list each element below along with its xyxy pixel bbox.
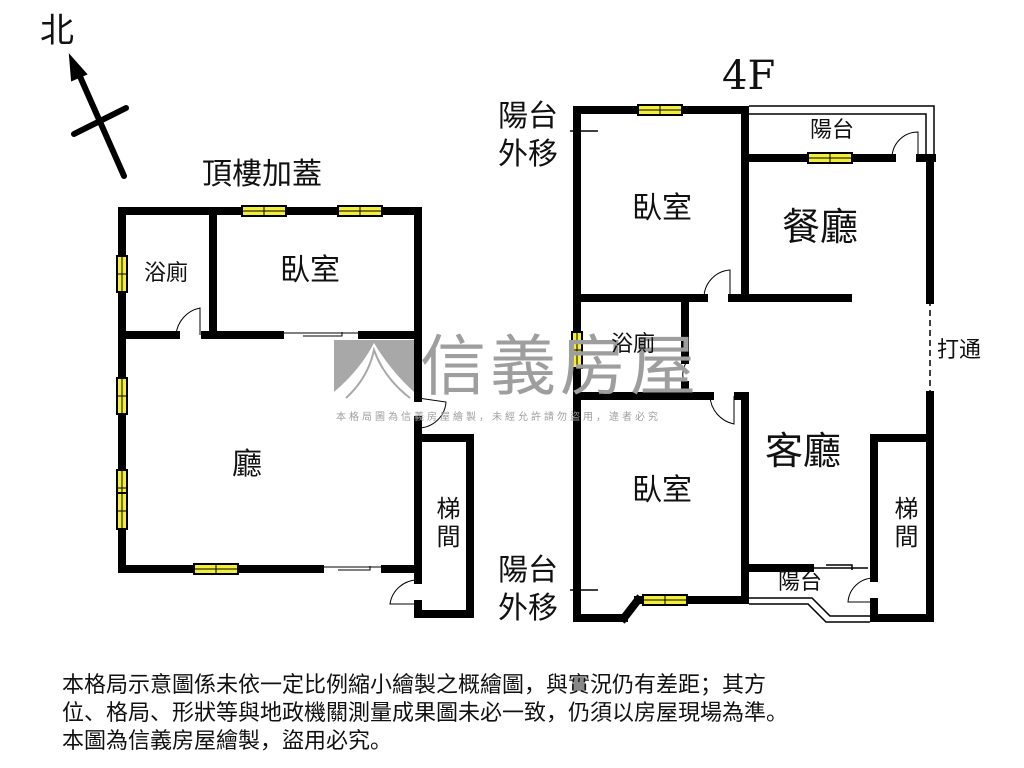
floor4-bedroom-bottom-label: 臥室 bbox=[632, 473, 692, 508]
rooftop-bedroom-label: 臥室 bbox=[280, 253, 340, 288]
floor4-doors bbox=[682, 131, 919, 603]
rooftop-doors bbox=[175, 307, 447, 605]
floor4-thin-lines bbox=[570, 105, 935, 623]
floor4-living-label: 客廳 bbox=[765, 429, 842, 473]
rooftop-title: 頂樓加蓋 bbox=[202, 157, 322, 192]
disclaimer-line: 本圖為信義房屋繪製，盜用必究。 bbox=[62, 729, 393, 754]
floor4-dining-label: 餐廳 bbox=[782, 205, 859, 249]
rooftop-hall-label: 廳 bbox=[232, 447, 262, 482]
watermark-notice: 本格局圖為信義房屋繪製，未經允許請勿盜用，違者必究 bbox=[336, 412, 661, 423]
floor4-bath-label: 浴廁 bbox=[611, 332, 656, 357]
floor4-balcony-bottom-label: 陽台 bbox=[778, 570, 823, 595]
rooftop-stair-label: 梯間 bbox=[432, 496, 460, 552]
north-arrow-icon bbox=[68, 53, 129, 179]
floor4-balcony-top-label: 陽台 bbox=[810, 118, 855, 143]
disclaimer-note: 本格局示意圖係未依一定比例縮小繪製之概繪圖，與實況仍有差距；其方 位、格局、形狀… bbox=[62, 672, 788, 756]
north-label: 北 bbox=[40, 11, 74, 51]
disclaimer-line: 本格局示意圖係未依一定比例縮小繪製之概繪圖，與實況仍有差距；其方 bbox=[62, 673, 767, 698]
floor4-balcony-moved-bottom-label: 陽台 外移 bbox=[498, 553, 558, 626]
floor4-walls bbox=[573, 106, 936, 624]
floor4-title: 4F bbox=[722, 53, 776, 99]
watermark-logo-icon bbox=[334, 340, 414, 400]
floor4-stair-label: 梯間 bbox=[890, 496, 918, 552]
watermark-brand: 信義房屋 bbox=[420, 328, 700, 405]
floor4-bedroom-top-label: 臥室 bbox=[632, 191, 692, 226]
rooftop-bath-label: 浴廁 bbox=[144, 261, 189, 286]
disclaimer-line: 位、格局、形狀等與地政機關測量成果圖未必一致，仍須以房屋現場為準。 bbox=[62, 701, 789, 726]
floor4-balcony-moved-top-label: 陽台 外移 bbox=[498, 99, 558, 172]
floor4-opened-label: 打通 bbox=[937, 338, 982, 363]
